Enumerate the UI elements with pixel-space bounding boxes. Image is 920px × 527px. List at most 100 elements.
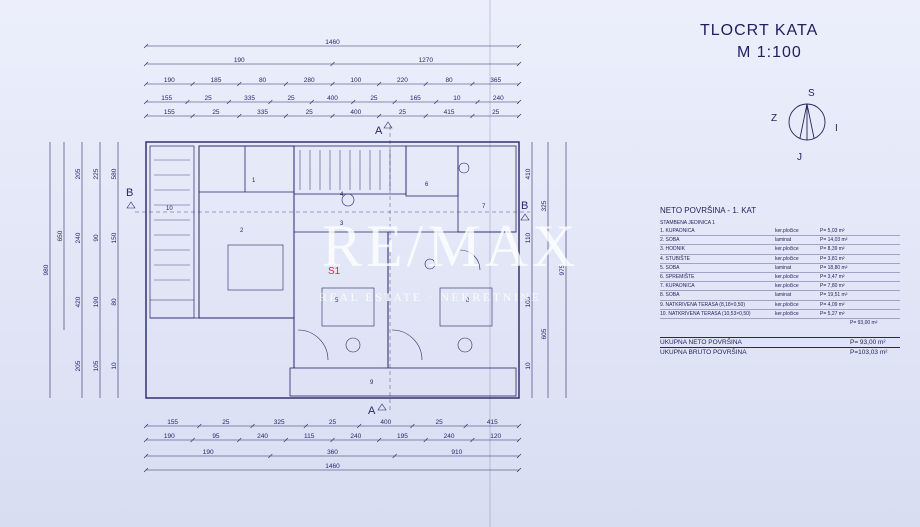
dim-top-4-label: 10 <box>453 95 461 102</box>
area-row: 1. KUPAONICA ker.pločice P= 5,03 m² <box>660 227 900 237</box>
area-cell-value: P= 3,47 m² <box>820 274 845 281</box>
dim-top-3-label: 365 <box>490 77 501 84</box>
area-cell-material: ker.pločice <box>775 255 799 262</box>
building-walls <box>135 126 530 410</box>
dim-bot-1-label: 25 <box>329 419 337 426</box>
area-table-subtitle: STAMBENA JEDINICA 1 <box>660 220 715 226</box>
armchair-2 <box>457 337 473 353</box>
dim-top-4-label: 25 <box>287 95 295 102</box>
area-cell-material: laminat <box>775 237 792 244</box>
total-net-label: UKUPNA NETO POVRŠINA <box>660 339 742 347</box>
dim-top-5-label: 25 <box>212 109 220 116</box>
room-number-4: 4 <box>340 192 344 198</box>
dim-top-1-label: 1460 <box>325 39 340 46</box>
washbasin <box>424 258 436 270</box>
area-cell-name: 1. KUPAONICA <box>660 228 695 234</box>
dim-left-3-label: 420 <box>75 296 82 307</box>
dim-top-3-label: 280 <box>304 77 315 84</box>
dim-right-1-label: 325 <box>541 200 548 211</box>
dim-top-4-label: 25 <box>370 95 378 102</box>
room-number-9: 9 <box>370 380 374 386</box>
dim-bot-2-label: 240 <box>444 433 455 440</box>
area-cell-value: P= 4,09 m² <box>820 301 845 308</box>
dim-bot-3-label: 910 <box>451 449 462 456</box>
dim-bot-3-label: 190 <box>203 449 214 456</box>
room-number-6: 6 <box>425 182 429 188</box>
dim-top-3-label: 185 <box>211 77 222 84</box>
area-row: 10. NATKRIVENA TERASA (10,53×0,50)ker.pl… <box>660 310 900 320</box>
area-cell-name: 6. SPREMIŠTE <box>660 274 695 281</box>
area-subtotal: P= 93,00 m² <box>850 320 878 327</box>
outer-wall <box>145 141 520 399</box>
dim-bot-1-label: 400 <box>380 419 391 426</box>
area-row: 6. SPREMIŠTE ker.pločice P= 3,47 m² <box>660 273 900 283</box>
dim-bot-2-label: 240 <box>350 433 361 440</box>
dim-left-4-label: 190 <box>93 296 100 307</box>
dim-left-4-label: 225 <box>93 168 100 179</box>
dim-top-3-label: 100 <box>350 77 361 84</box>
dim-left-5-label: 80 <box>111 298 118 306</box>
area-cell-material: ker.pločice <box>775 228 799 234</box>
area-cell-name: 4. STUBIŠTE <box>660 255 691 262</box>
total-net-value: P= 93,00 m² <box>850 339 886 347</box>
north-arrow-icon <box>788 103 826 141</box>
terrace-9 <box>289 367 517 397</box>
dim-top-5-label: 25 <box>492 109 500 116</box>
room-number-7: 7 <box>482 204 486 210</box>
area-cell-name: 10. NATKRIVENA TERASA (10,53×0,50) <box>660 310 751 317</box>
area-cell-material: ker.pločice <box>775 301 799 308</box>
dim-bot-4-label: 1460 <box>325 463 340 470</box>
dim-bot-1-label: 155 <box>167 419 178 426</box>
dim-left-5-label: 580 <box>111 168 118 179</box>
total-gross-row: UKUPNA BRUTO POVRŠINA P=103,03 m² <box>660 348 900 357</box>
dim-left-3-label: 240 <box>75 232 82 243</box>
dim-top-5-label: 400 <box>350 109 361 116</box>
dim-left-4-label: 90 <box>93 234 100 242</box>
area-cell-name: 9. NATKRIVENA TERASA (8,18×0,50) <box>660 301 745 308</box>
dim-top-3-label: 80 <box>445 77 453 84</box>
section-mark-b-right: B <box>521 200 528 212</box>
toilet <box>458 162 470 174</box>
dim-top-4-label: 25 <box>205 95 213 102</box>
dim-right-3-label: 105 <box>525 296 532 307</box>
area-cell-value: P= 5,03 m² <box>820 228 845 234</box>
bed-room-8 <box>439 287 493 327</box>
dim-top-5-label: 335 <box>257 109 268 116</box>
dim-top-2-label: 1270 <box>419 57 434 64</box>
room-number-10: 10 <box>166 206 173 212</box>
area-cell-value: P= 5,27 m² <box>820 310 845 317</box>
area-cell-material: laminat <box>775 292 792 299</box>
dim-top-3-label: 80 <box>259 77 267 84</box>
compass-i: I <box>835 123 838 134</box>
dim-top-4-label: 335 <box>244 95 255 102</box>
area-cell-value: P= 14,03 m² <box>820 237 848 244</box>
area-cell-name: 7. KUPAONICA <box>660 283 695 290</box>
dim-bot-1-label: 25 <box>435 419 443 426</box>
drawing-scale: M 1:100 <box>737 44 802 61</box>
dim-left-3-label: 205 <box>75 360 82 371</box>
dim-top-2-label: 190 <box>234 57 245 64</box>
dim-bot-2-label: 120 <box>490 433 501 440</box>
area-table-title: NETO POVRŠINA - 1. KAT <box>660 206 757 215</box>
dim-top-5-label: 155 <box>164 109 175 116</box>
area-table: NETO POVRŠINA - 1. KAT STAMBENA JEDINICA… <box>660 206 900 357</box>
terrace-10 <box>149 145 195 319</box>
area-cell-name: 8. SOBA <box>660 292 680 299</box>
area-cell-material: ker.pločice <box>775 274 799 281</box>
room-number-5: 5 <box>335 298 339 304</box>
area-cell-material: laminat <box>775 264 792 271</box>
dim-top-5-label: 25 <box>306 109 314 116</box>
watermark-tagline: REAL ESTATE · NEKRETNINE <box>319 290 542 304</box>
area-row: 9. NATKRIVENA TERASA (8,18×0,50) ker.ploč… <box>660 301 900 310</box>
area-cell-value: P= 18,80 m² <box>820 264 848 271</box>
watermark-logo: RE/MAX <box>322 213 580 279</box>
